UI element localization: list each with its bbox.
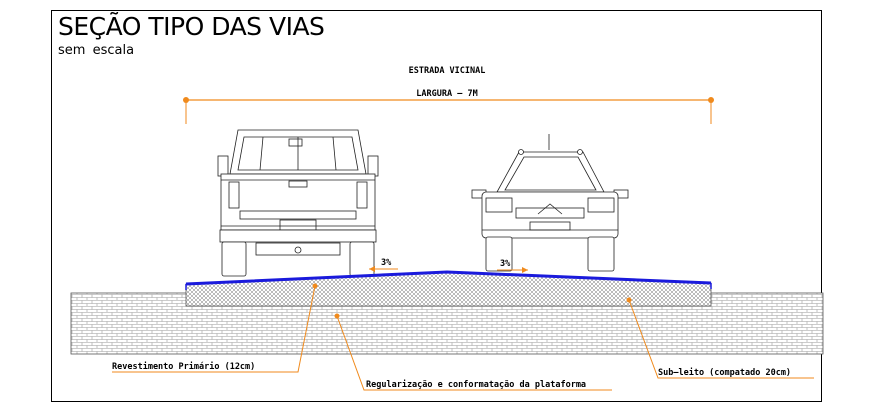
drawing-title: SEÇÃO TIPO DAS VIAS <box>58 12 325 41</box>
leader-revestimento <box>112 283 318 373</box>
primary-surfacing-layer <box>185 271 712 307</box>
pavement-surface-line <box>185 270 712 286</box>
width-label: LARGURA – 7M <box>416 89 477 99</box>
car-drawing <box>471 134 629 272</box>
slope-indicator-right: 3% <box>497 259 528 273</box>
slope-left-label: 3% <box>381 258 392 268</box>
slope-right-label: 3% <box>500 259 511 269</box>
drawing-frame <box>51 10 822 402</box>
road-name-label: ESTRADA VICINAL <box>409 66 486 76</box>
leader-subleito <box>626 297 814 379</box>
dimension-endpoint-left <box>183 97 189 103</box>
dimension-endpoint-right <box>708 97 714 103</box>
pavement-edge-lines <box>185 283 712 290</box>
slope-indicator-left: 3% <box>369 258 398 272</box>
leader-regularizacao <box>334 313 612 391</box>
drawing-subtitle: sem escala <box>58 43 135 58</box>
pickup-truck-drawing <box>217 129 379 277</box>
label-revestimento: Revestimento Primário (12cm) <box>112 361 255 372</box>
label-regularizacao: Regularização e conformatação da platafo… <box>366 379 586 390</box>
label-subleito: Sub–leito (compatado 20cm) <box>658 367 791 378</box>
